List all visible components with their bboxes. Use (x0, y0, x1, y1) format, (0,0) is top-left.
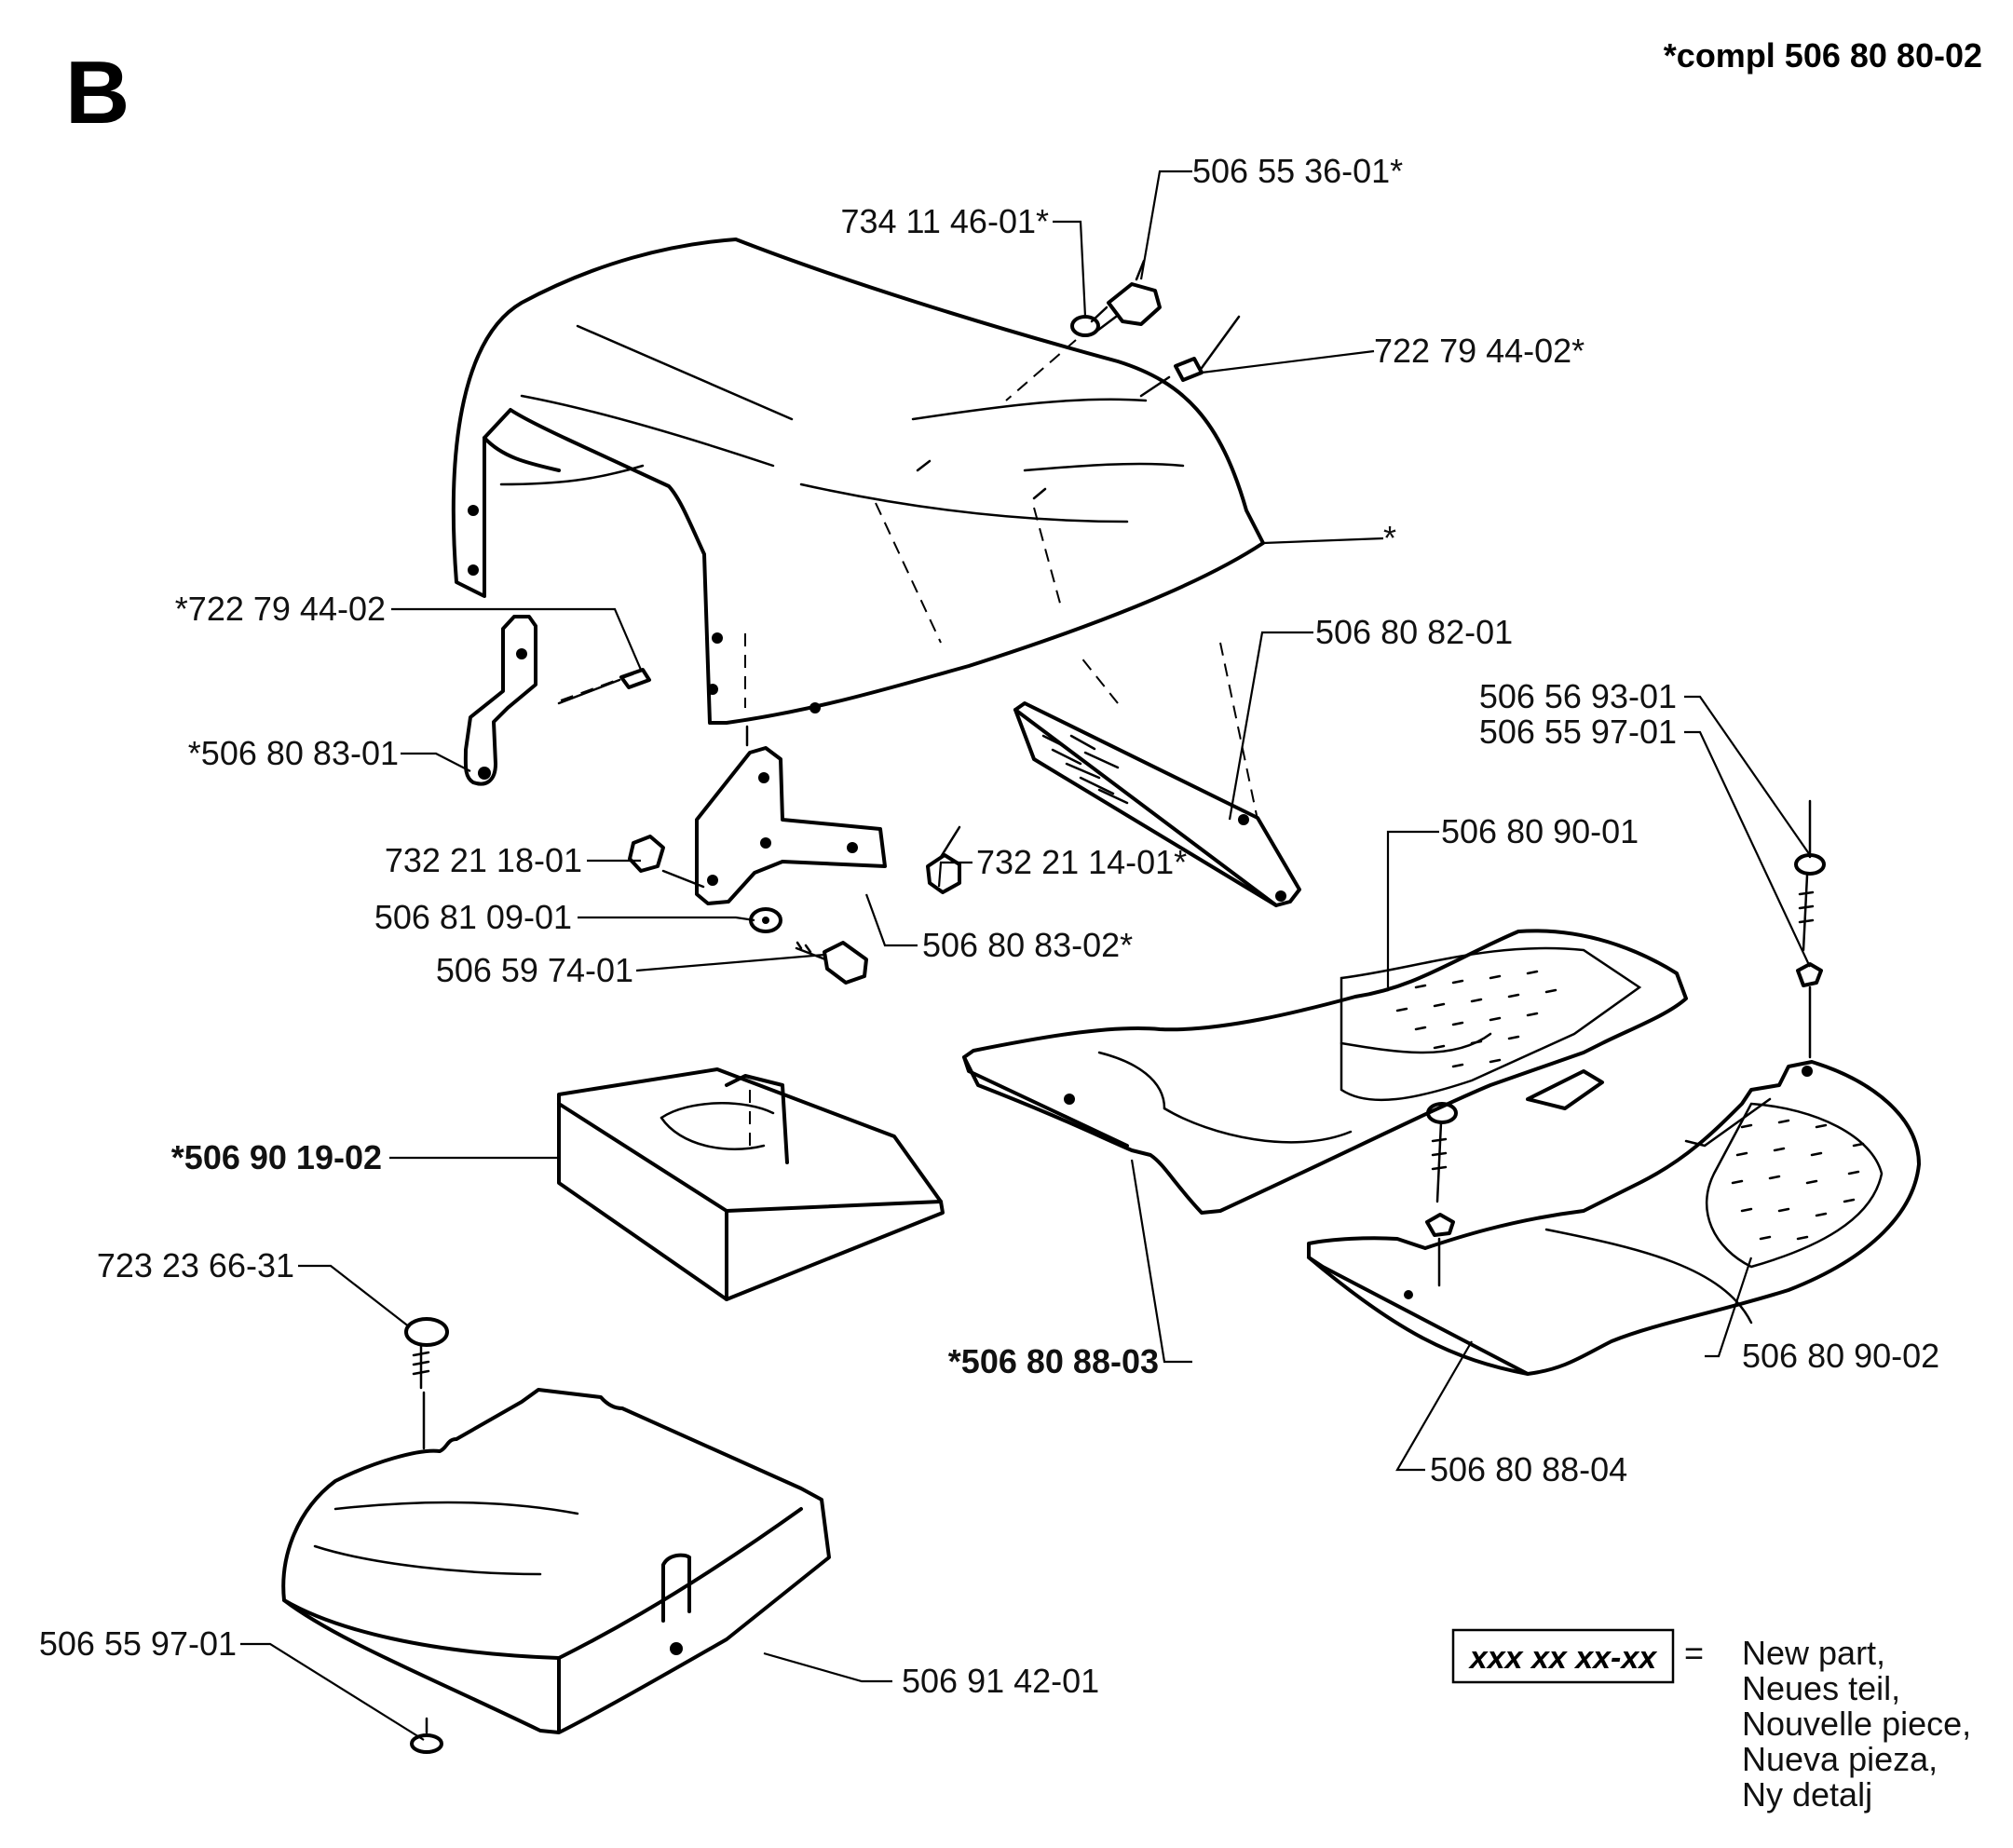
part-labels: 506 55 36-01* 734 11 46-01* 722 79 44-02… (39, 152, 1939, 1700)
washer-1-drawing (749, 907, 782, 933)
legend-line-4: Nueva pieza, (1742, 1740, 1938, 1778)
legend-line-3: Nouvelle piece, (1742, 1705, 1971, 1743)
bottom-cover-drawing (281, 1388, 831, 1734)
label-506-59-74-01: 506 59 74-01 (436, 951, 633, 989)
leader-lines (240, 170, 1811, 1741)
label-506-55-97-01-right: 506 55 97-01 (1479, 713, 1677, 751)
label-506-56-93-01: 506 56 93-01 (1479, 677, 1677, 715)
floor-mat-pad-1-drawing (1340, 946, 1642, 1102)
left-pin-drawing (557, 668, 651, 705)
grille-plate-drawing (1013, 642, 1301, 907)
middle-screw-drawing (1425, 1102, 1458, 1287)
label-506-80-90-01: 506 80 90-01 (1441, 812, 1639, 850)
legend-equals: = (1684, 1634, 1704, 1672)
label-732-21-18-01: 732 21 18-01 (385, 841, 582, 879)
label-506-91-42-01: 506 91 42-01 (902, 1662, 1099, 1700)
label-732-21-14-01: 732 21 14-01* (976, 843, 1187, 881)
legend-line-5: Ny detalj (1742, 1775, 1872, 1814)
label-734-11-46-01: 734 11 46-01* (840, 202, 1049, 240)
label-506-80-83-02: 506 80 83-02* (922, 926, 1133, 964)
legend-line-1: New part, (1742, 1634, 1885, 1672)
label-722-79-44-02-top: 722 79 44-02* (1374, 332, 1585, 370)
top-fastener-drawing (1005, 259, 1162, 401)
left-bracket-drawing (463, 615, 644, 786)
section-letter: B (65, 43, 129, 143)
legend-box-text: xxx xx xx-xx (1468, 1640, 1658, 1676)
floor-mat-4-drawing (1307, 1060, 1921, 1376)
assembly-note: *compl 506 80 80-02 (1664, 36, 1982, 75)
label-723-23-66-31: 723 23 66-31 (97, 1246, 294, 1284)
label-506-90-19-02: *506 90 19-02 (171, 1138, 382, 1176)
nut-2-drawing (926, 825, 961, 894)
label-506-81-09-01: 506 81 09-01 (374, 898, 572, 936)
label-506-80-82-01: 506 80 82-01 (1315, 613, 1513, 651)
floor-mat-pad-2-drawing (1705, 1102, 1884, 1269)
label-506-55-97-01-bottom: 506 55 97-01 (39, 1624, 237, 1663)
label-506-80-88-03: *506 80 88-03 (948, 1342, 1159, 1380)
label-506-80-88-04: 506 80 88-04 (1430, 1450, 1627, 1488)
label-722-79-44-02-left: *722 79 44-02 (175, 590, 386, 628)
label-hood-asterisk: * (1383, 519, 1396, 557)
hood-cover-drawing (451, 238, 1265, 725)
floor-mat-3-drawing (962, 929, 1688, 1215)
legend: xxx xx xx-xx = New part, Neues teil, Nou… (1451, 1628, 1971, 1814)
right-bracket-drawing (695, 725, 887, 905)
label-506-80-83-01: *506 80 83-01 (188, 734, 399, 772)
nut-1-drawing (628, 835, 705, 889)
label-506-55-36-01: 506 55 36-01* (1192, 152, 1403, 190)
box-drawing (557, 1067, 945, 1301)
top-pin-drawing (1139, 315, 1241, 398)
label-506-80-90-02: 506 80 90-02 (1742, 1337, 1939, 1375)
washer-2-drawing (410, 1717, 443, 1754)
screw-1-drawing (795, 941, 868, 985)
screw-2-drawing (404, 1317, 449, 1450)
legend-box (1451, 1628, 1675, 1684)
legend-line-2: Neues teil, (1742, 1669, 1900, 1707)
